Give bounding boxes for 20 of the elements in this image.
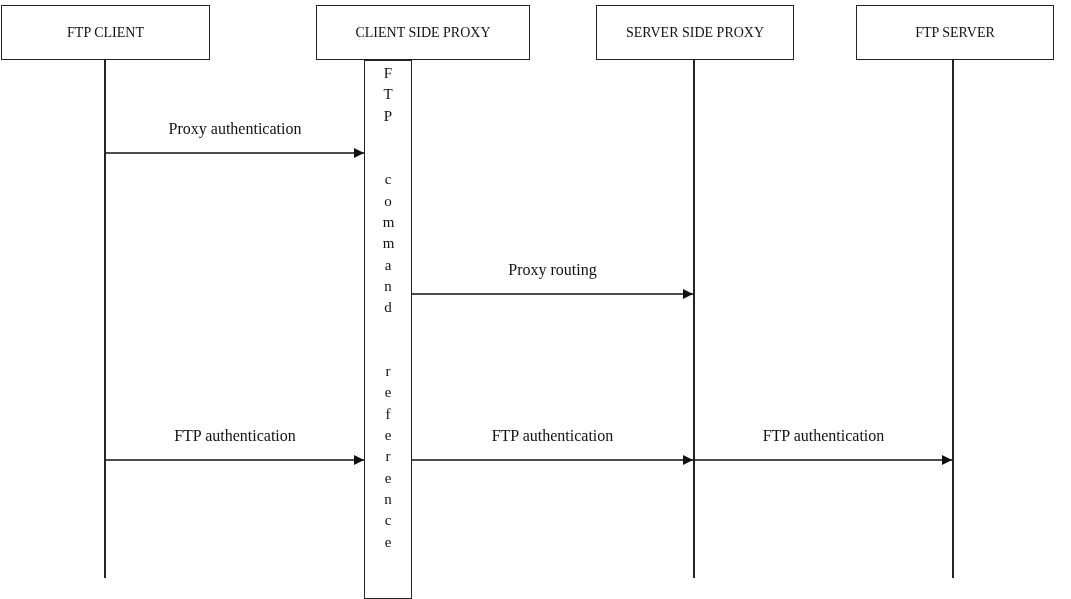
lifeline [952,60,954,578]
edge-label: Proxy routing [508,261,597,279]
message-arrow [694,455,953,465]
vertical-label: FTP command reference [381,64,398,552]
activation-bar [364,60,412,599]
message-arrow [411,289,694,299]
message-arrow [411,455,694,465]
participant-name: SERVER SIDE PROXY [625,24,765,41]
edge-label: Proxy authentication [168,120,302,138]
participant-name: FTP CLIENT [67,24,144,41]
participant-box [1,5,210,60]
participant-name: FTP SERVER [915,24,995,41]
participant-box [856,5,1054,60]
participant-box [316,5,530,60]
message-arrow [105,148,365,158]
participant-box [596,5,794,60]
lifeline [693,60,695,578]
participant-name: CLIENT SIDE PROXY [355,24,491,41]
lifeline [104,60,106,578]
message-arrow [105,455,365,465]
